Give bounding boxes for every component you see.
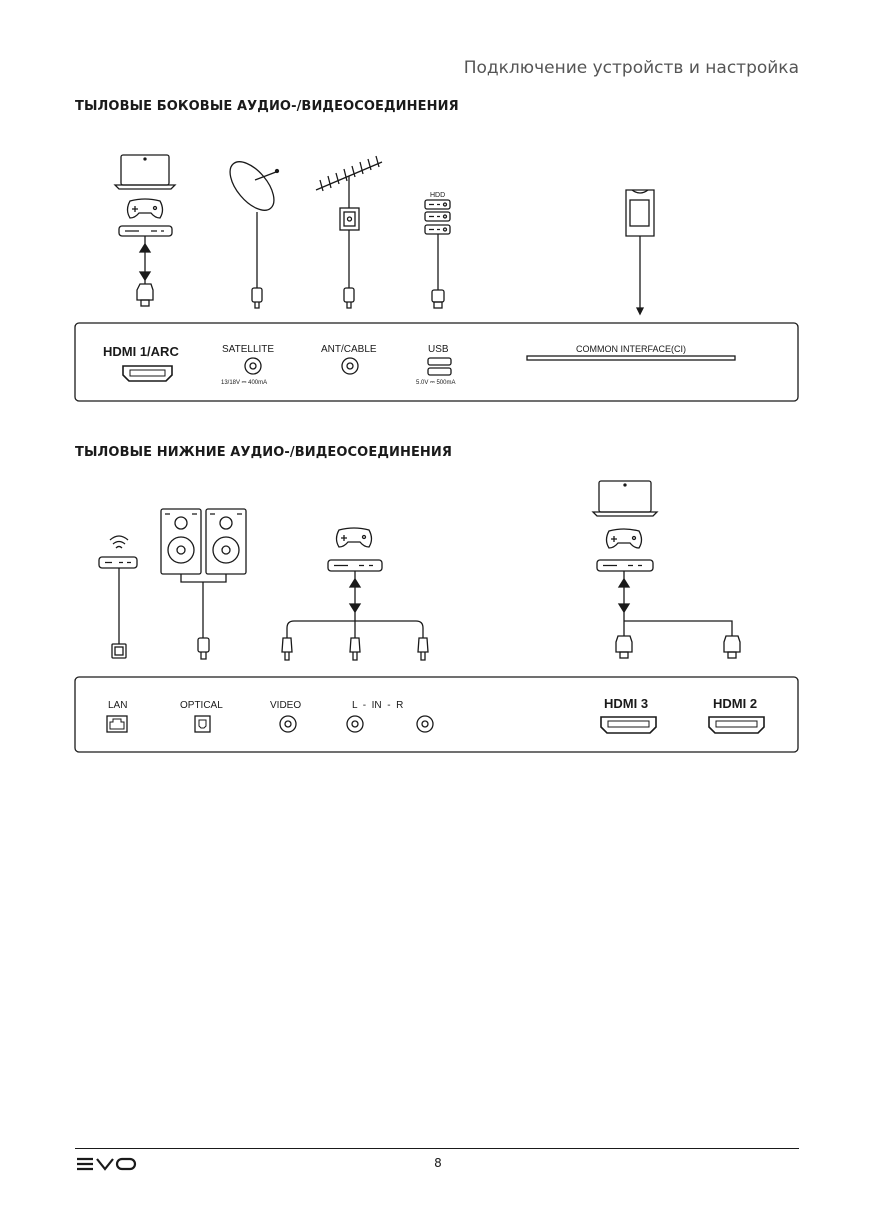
ant-port[interactable]	[342, 358, 358, 374]
gamepad-icon	[128, 199, 163, 218]
double-arrow-icon	[140, 236, 150, 284]
hdmi2-port[interactable]	[709, 717, 764, 733]
port-panel-side	[75, 323, 798, 401]
hdmi-plug-icon	[137, 284, 153, 306]
hdd-label: HDD	[430, 192, 445, 199]
optical-port[interactable]	[195, 716, 210, 732]
laptop-icon-hdmi	[593, 481, 657, 516]
hdmi1-label: HDMI 1/ARC	[103, 344, 179, 359]
antenna-icon	[316, 156, 382, 308]
speakers-icon	[161, 509, 246, 659]
page-number: 8	[428, 1156, 448, 1170]
gamepad-icon-av	[337, 528, 372, 547]
lan-label: LAN	[108, 700, 127, 711]
hdmi2-label: HDMI 2	[713, 696, 757, 711]
audio-in-label: L - IN - R	[352, 700, 403, 711]
satellite-spec: 13/18V ⎓ 400mA	[221, 380, 267, 386]
ci-card-icon	[626, 190, 654, 314]
ci-label: COMMON INTERFACE(CI)	[576, 344, 686, 354]
port-panel-bottom	[75, 677, 798, 752]
gamepad-icon-hdmi	[607, 529, 642, 548]
hdmi3-label: HDMI 3	[604, 696, 648, 711]
satellite-port[interactable]	[245, 358, 261, 374]
usb-port-2[interactable]	[428, 368, 451, 375]
hdd-icon	[425, 200, 450, 308]
av-cable-icon	[282, 571, 428, 660]
router-icon	[99, 536, 137, 658]
lan-port[interactable]	[107, 716, 127, 732]
satellite-dish-icon	[222, 154, 282, 308]
usb-port-1[interactable]	[428, 358, 451, 365]
audio-l-port[interactable]	[347, 716, 363, 732]
set-top-box-icon-av	[328, 560, 382, 571]
laptop-icon	[115, 155, 175, 189]
usb-spec: 5.0V ⎓ 500mA	[416, 380, 455, 386]
video-label: VIDEO	[270, 700, 301, 711]
video-port[interactable]	[280, 716, 296, 732]
hdmi-cable-icon	[616, 571, 740, 658]
set-top-box-icon-hdmi	[597, 560, 653, 571]
usb-label: USB	[428, 344, 449, 355]
set-top-box-icon	[119, 226, 172, 236]
footer-divider	[75, 1148, 799, 1149]
optical-label: OPTICAL	[180, 700, 223, 711]
satellite-label: SATELLITE	[222, 344, 274, 355]
evo-logo	[75, 1156, 137, 1172]
ant-label: ANT/CABLE	[321, 344, 377, 355]
audio-r-port[interactable]	[417, 716, 433, 732]
hdmi3-port[interactable]	[601, 717, 656, 733]
ci-slot[interactable]	[527, 356, 735, 360]
